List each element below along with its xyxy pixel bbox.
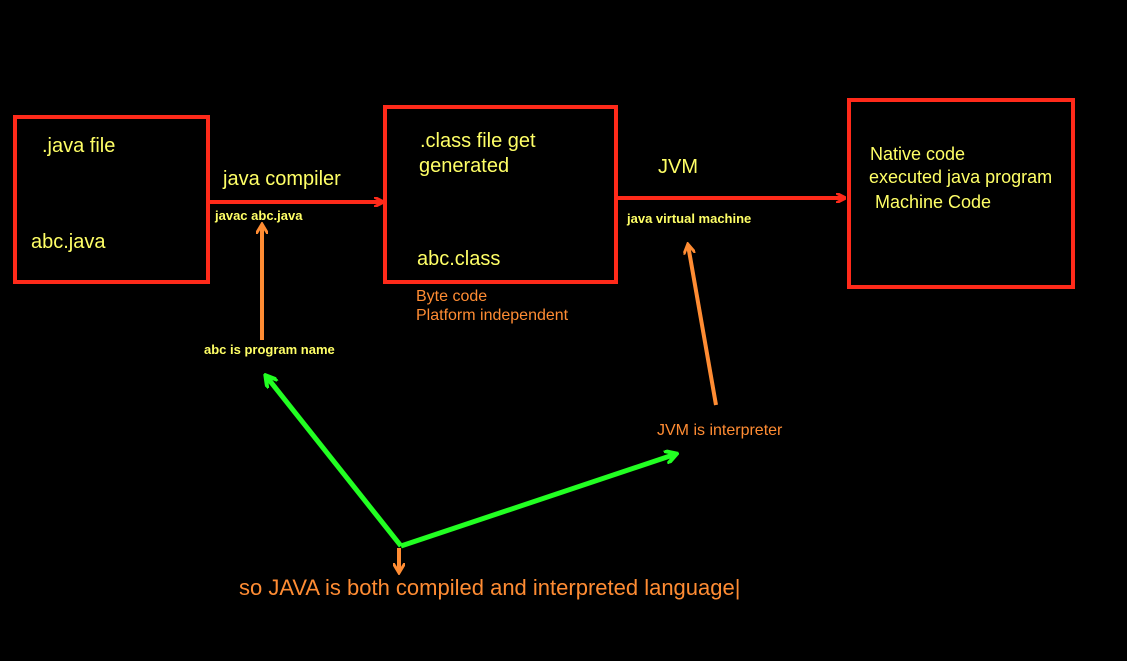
class-file-box (383, 105, 618, 284)
class-file-label: .class file get (420, 130, 536, 152)
jvm-label: JVM (658, 156, 698, 178)
java-file-box (13, 115, 210, 284)
machine-code-label: Machine Code (875, 192, 992, 212)
bytecode-label: Byte code (416, 288, 488, 305)
jvm-interpreter-note: JVM is interpreter (657, 422, 783, 439)
jvm-full-name: java virtual machine (627, 211, 752, 226)
native-code-label: Native code (870, 144, 966, 164)
interpreter-arrow (688, 245, 718, 406)
program-name-note: abc is program name (204, 342, 335, 357)
java-compiler-label: java compiler (223, 168, 341, 190)
javac-command: javac abc.java (215, 208, 303, 223)
native-code-box (847, 98, 1075, 289)
platform-independent-label: Platform independent (416, 307, 569, 324)
java-file-label: .java file (42, 135, 116, 157)
conclusion-text: so JAVA is both compiled and interpreted… (239, 575, 741, 600)
class-file-label-cont: generated (419, 155, 510, 177)
green-arrow-compiled (266, 376, 403, 548)
native-code-desc: executed java program (869, 167, 1053, 187)
java-file-name: abc.java (31, 231, 106, 253)
class-file-name: abc.class (417, 248, 501, 270)
green-arrow-interpreted (400, 454, 676, 549)
